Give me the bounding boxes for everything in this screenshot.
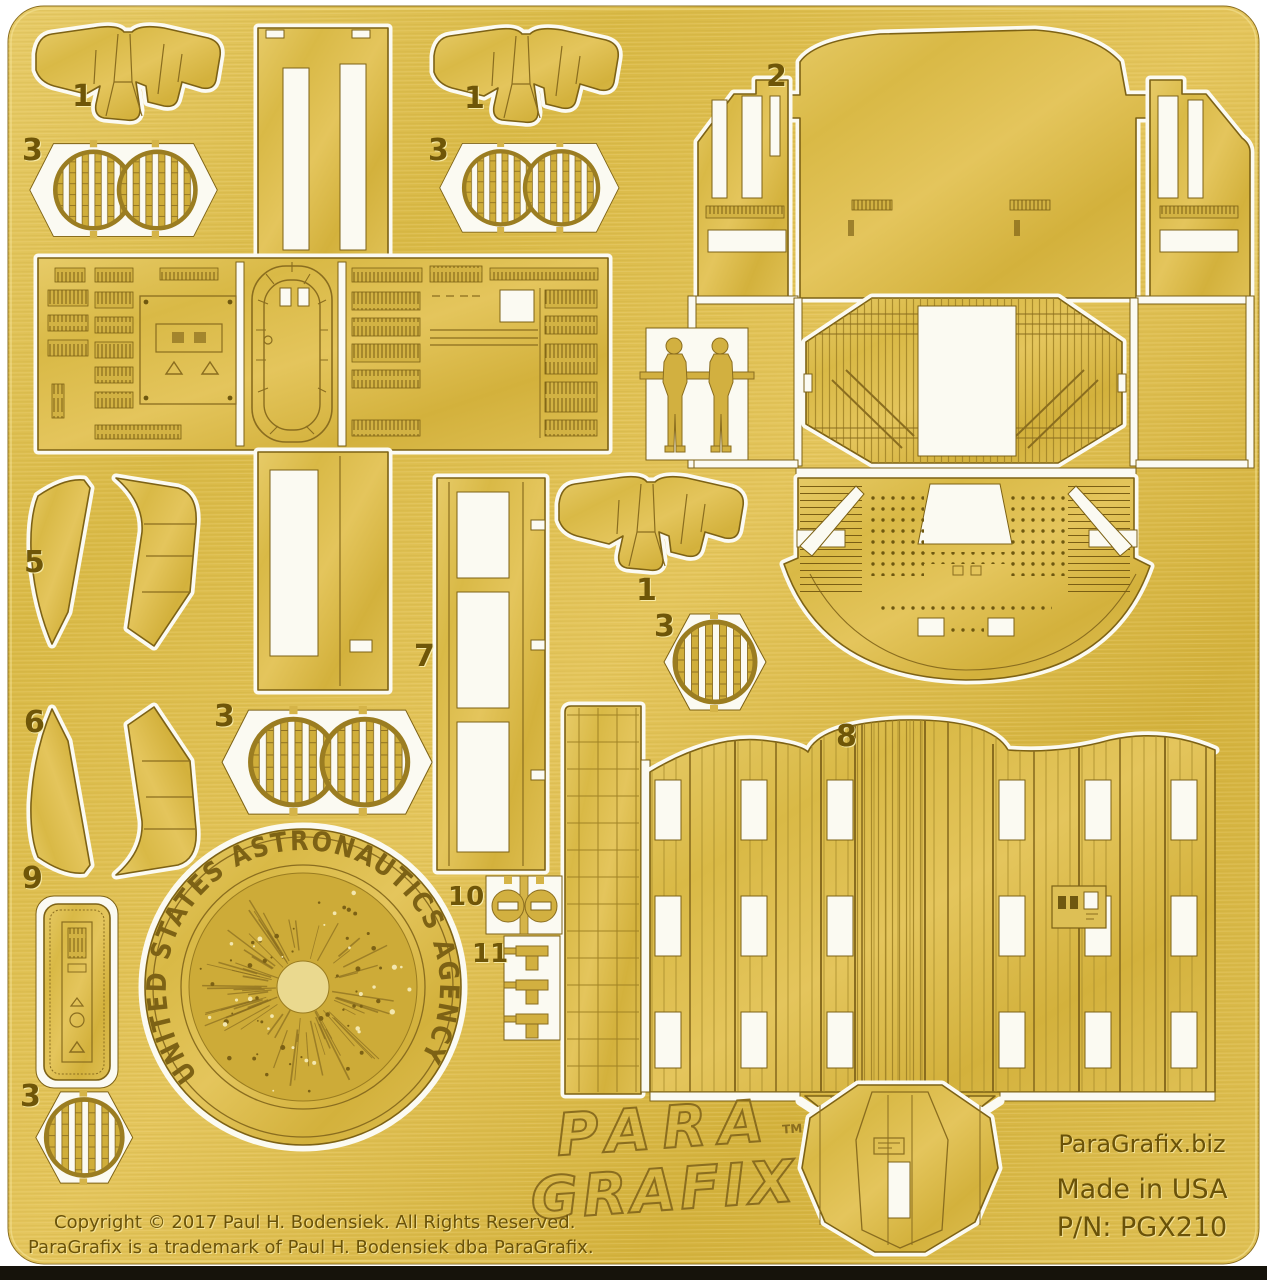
part-label-3e: 3 [20, 1079, 41, 1114]
copyright-text: Copyright © 2017 Paul H. Bodensiek. All … [54, 1212, 576, 1233]
part-2-pod-bay-doors-panel [687, 25, 1255, 469]
logo-line1: PARA [554, 1086, 778, 1169]
part-3-grille-pair-c [222, 706, 432, 816]
ladder-column-lower [253, 447, 393, 695]
sheet-shadow [0, 1266, 1267, 1280]
pod-octagon [797, 1080, 1003, 1257]
part-label-3d: 3 [214, 699, 235, 734]
made-in-usa-text: Made in USA [1056, 1174, 1228, 1205]
part-label-1a: 1 [72, 79, 93, 114]
website-text: ParaGrafix.biz [1058, 1130, 1226, 1158]
part-label-1c: 1 [636, 573, 657, 608]
part-label-7: 7 [414, 639, 435, 674]
part-label-9: 9 [22, 861, 43, 896]
part-number-text: P/N: PGX210 [1056, 1212, 1228, 1243]
part-label-11: 11 [472, 939, 509, 969]
part-3-grille-pair-a [30, 140, 217, 238]
part-11-clips [503, 935, 561, 1041]
part-10-discs [485, 875, 563, 935]
part-label-3b: 3 [428, 133, 449, 168]
paragrafix-logo: PARA GRAFIX TM [528, 1085, 803, 1234]
agency-emblem: UNITED STATES ASTRONAUTICS AGENCY [138, 822, 468, 1152]
ladder-column-top [253, 23, 393, 261]
part-7-ladder [432, 473, 550, 875]
logo-tm: TM [782, 1121, 803, 1136]
cockpit-console-panel [779, 467, 1155, 685]
part-label-10: 10 [448, 882, 485, 912]
part-3-grille-pair-b [440, 140, 619, 234]
part-label-1b: 1 [464, 81, 485, 116]
part-label-3a: 3 [22, 133, 43, 168]
part-label-6: 6 [24, 705, 45, 740]
part-8-slots [654, 779, 1198, 1069]
part-label-8: 8 [836, 719, 857, 754]
part-label-2: 2 [766, 59, 787, 94]
part-9-panel [35, 895, 119, 1089]
part-8-ribbed-panel [560, 701, 1220, 1102]
part-8-detail-patch [1051, 885, 1107, 929]
trademark-notice-text: ParaGrafix is a trademark of Paul H. Bod… [28, 1237, 594, 1258]
crew-figures [639, 327, 755, 461]
part-label-5: 5 [24, 545, 45, 580]
part-label-3c: 3 [654, 609, 675, 644]
centrifuge-octagon-panel [801, 293, 1127, 468]
control-panel-band [33, 253, 613, 455]
